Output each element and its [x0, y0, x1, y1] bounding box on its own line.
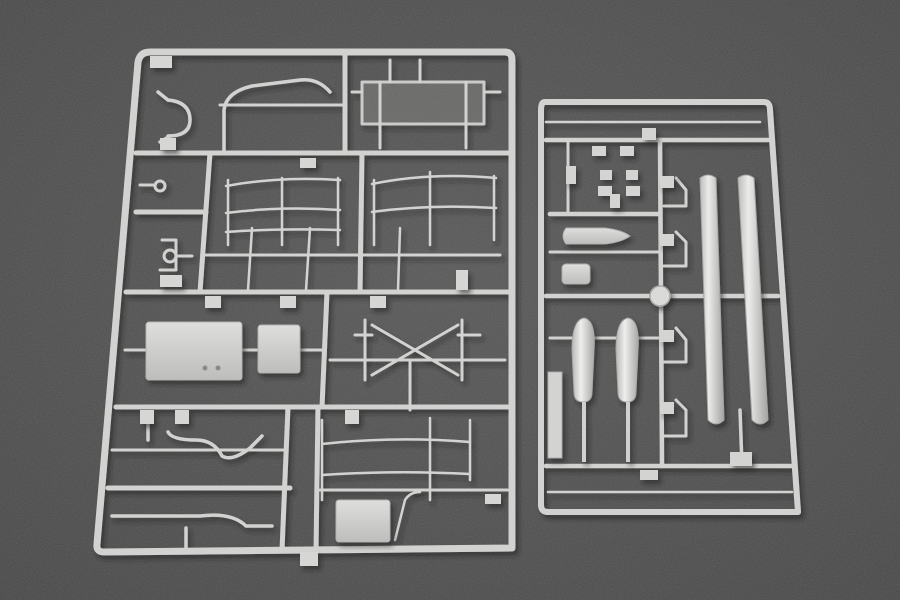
canister-part — [561, 263, 591, 285]
small-bracket-parts — [566, 128, 674, 414]
long-rod-part-left — [699, 174, 725, 425]
hub-disc — [649, 285, 671, 307]
small-box-part — [257, 324, 301, 374]
bomb-part-left — [571, 317, 595, 403]
warhead-part — [562, 227, 631, 245]
box-hole-1 — [202, 365, 208, 371]
left-sprue-bracket — [158, 238, 194, 272]
left-sprue-frame-part — [350, 58, 502, 150]
tall-plate-part — [547, 371, 563, 459]
left-sprue-railing-panels — [224, 170, 498, 292]
left-sprue-lower-railing — [320, 416, 472, 542]
right-sprue-brackets — [662, 176, 688, 438]
bomb-part-right — [615, 317, 639, 403]
right-sprue-parts — [547, 128, 769, 480]
left-sprue-frame — [93, 48, 516, 556]
large-box-part — [145, 321, 243, 381]
right-sprue-frame — [538, 99, 801, 515]
bottom-tab-2 — [640, 470, 658, 480]
long-rod-part-right — [737, 174, 769, 425]
gate-tabs — [140, 56, 501, 566]
bottom-tab — [730, 452, 752, 466]
box-hole-2 — [215, 365, 221, 371]
left-sprue-x-frame — [353, 318, 482, 412]
left-sprue-boxes — [140, 56, 501, 566]
bottom-box-part — [335, 499, 391, 543]
